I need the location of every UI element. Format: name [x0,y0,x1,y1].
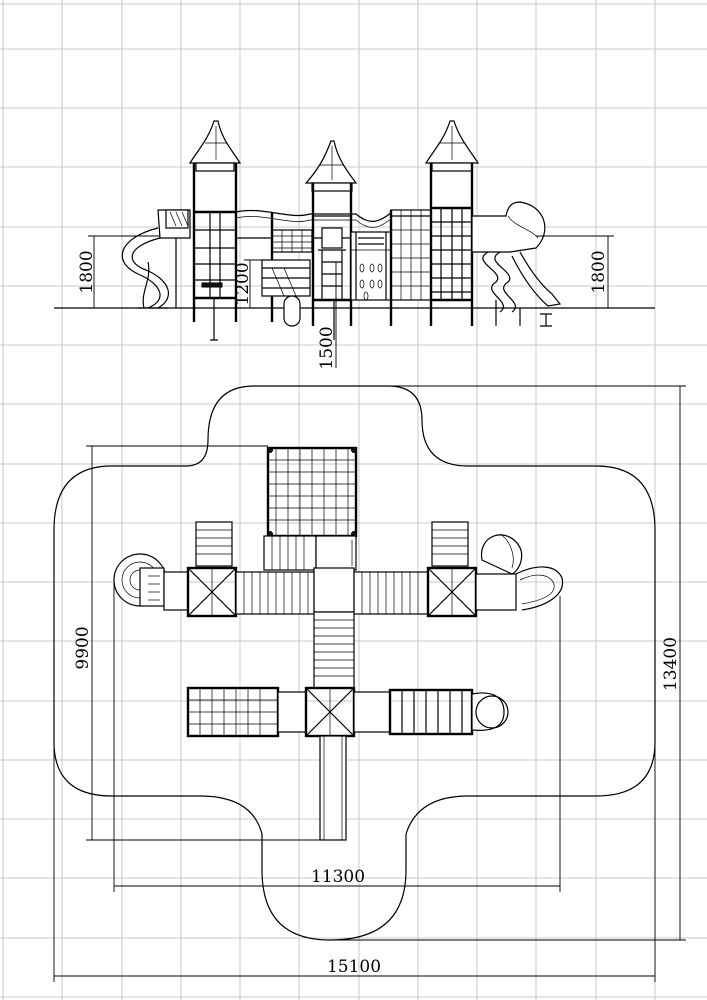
overall-width-dimension: 13400 [330,385,686,941]
right-height-label: 1800 [589,250,609,293]
left-spiral-slide-plan [113,553,189,611]
bridge-rail [235,209,393,222]
plan-view: 9900 11300 13400 15100 [53,385,686,982]
centre-deck [313,567,355,613]
depth-dimension: 1500 [317,262,337,370]
overall-width-label: 13400 [661,637,681,691]
right-hub [426,566,478,618]
connector-deck [277,691,307,733]
bottom-hub [304,686,356,738]
left-bridge [235,571,315,615]
inner-length-label: 11300 [311,867,365,887]
bottom-net-deck [186,686,280,738]
inner-length-dimension: 11300 [113,580,561,892]
left-height-dimension: 1800 [77,235,160,308]
right-ladder [431,521,469,567]
right-bridge [353,571,429,615]
bottom-tunnel [353,688,509,736]
middle-tower [311,183,353,340]
left-ladder [195,521,233,567]
right-height-dimension: 1800 [536,235,614,308]
top-ramp [263,535,357,571]
overall-length-label: 15100 [327,957,381,977]
vertical-bridge [313,611,355,689]
right-tower-roof [424,120,480,172]
depth-label: 1500 [317,326,337,369]
left-tower [192,163,238,341]
right-tower [429,163,474,326]
climbing-panel [261,212,313,327]
inner-width-label: 9900 [73,626,93,669]
left-spiral-slide [121,209,191,309]
rock-climb-panel [350,231,392,301]
platform-height-dimension: 1200 [233,259,262,308]
net-wall [389,209,432,326]
top-net-deck [266,446,358,538]
left-tower-roof [188,120,242,172]
left-height-label: 1800 [77,250,97,293]
inner-width-dimension: 9900 [73,445,320,841]
bottom-slide [319,735,347,841]
front-elevation: 1800 1200 [54,120,655,370]
overall-length-dimension: 15100 [53,740,656,982]
left-hub [186,566,238,618]
right-tube-slide [471,201,562,327]
platform-height-label: 1200 [233,262,253,305]
right-tube-slide-plan [475,533,564,611]
